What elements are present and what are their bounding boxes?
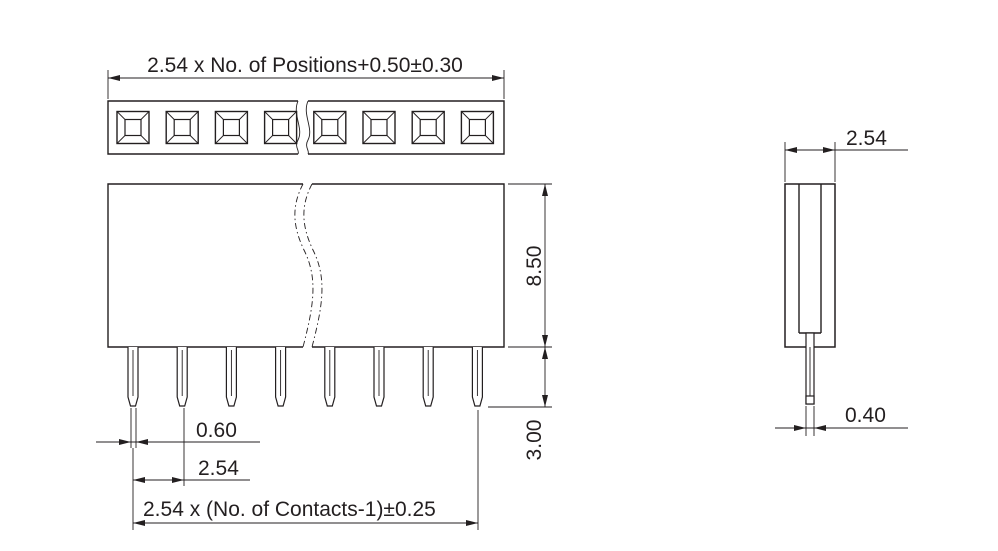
contact-opening [165, 110, 199, 145]
body-height-label: 8.50 [523, 246, 546, 287]
pins [127, 347, 483, 407]
overall-length-label: 2.54 x No. of Positions+0.50±0.30 [147, 54, 463, 77]
side-view [784, 183, 836, 405]
contact-span-label: 2.54 x (No. of Contacts-1)±0.25 [143, 498, 436, 521]
body-height-dimension: 8.50 [508, 183, 552, 348]
overall-length-dimension: 2.54 x No. of Positions+0.50±0.30 [107, 54, 505, 99]
contact-opening [214, 110, 249, 145]
contact-span-dimension: 2.54 x (No. of Contacts-1)±0.25 [132, 410, 479, 530]
side-width-dimension: 2.54 [784, 127, 908, 182]
contact-opening [362, 110, 396, 145]
pin-width-dimension: 0.60 [96, 408, 260, 448]
side-pin-thickness-dimension: 0.40 [775, 404, 908, 436]
side-width-label: 2.54 [846, 127, 887, 150]
contact-opening [116, 110, 150, 145]
pin-length-label: 3.00 [523, 420, 546, 461]
side-view-body [784, 183, 836, 348]
contact-opening [263, 110, 298, 145]
contact-opening [313, 110, 347, 145]
break-lines [294, 183, 323, 348]
front-view-right-body [312, 183, 505, 348]
top-view [107, 100, 505, 155]
side-pin-thickness-label: 0.40 [845, 404, 886, 427]
side-view-pin [805, 332, 815, 405]
top-view-right-body [305, 100, 505, 155]
contact-openings [116, 110, 495, 145]
contact-opening [411, 110, 445, 145]
pin-length-dimension: 3.00 [488, 347, 552, 460]
pitch-dimension: 2.54 [133, 408, 250, 486]
pin-width-label: 0.60 [196, 419, 237, 442]
contact-opening [460, 110, 495, 145]
front-view-left-body [107, 183, 303, 348]
pitch-label: 2.54 [198, 457, 239, 480]
front-view [107, 183, 505, 407]
